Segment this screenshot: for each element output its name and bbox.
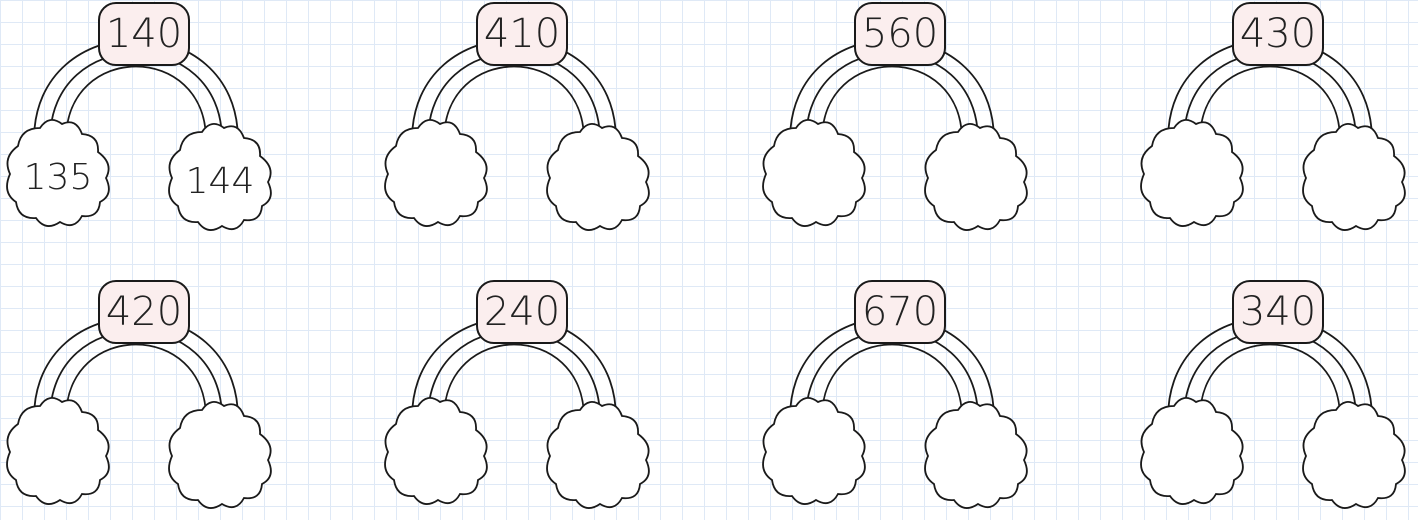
rainbow-problem: 420 — [0, 280, 280, 520]
top-number-box: 410 — [476, 2, 568, 66]
right-cloud-answer[interactable] — [548, 162, 648, 202]
left-cloud-answer[interactable] — [764, 436, 864, 476]
rainbow-problem: 670 — [756, 280, 1036, 520]
left-cloud-answer[interactable] — [8, 436, 108, 476]
left-cloud-answer[interactable] — [1142, 436, 1242, 476]
right-cloud — [168, 123, 272, 231]
right-cloud — [546, 401, 650, 509]
left-cloud — [1140, 397, 1244, 505]
right-cloud-answer[interactable] — [548, 440, 648, 480]
left-cloud — [384, 119, 488, 227]
right-cloud — [168, 401, 272, 509]
left-cloud — [762, 119, 866, 227]
top-number-box: 240 — [476, 280, 568, 344]
top-number-box: 340 — [1232, 280, 1324, 344]
rainbow-arcs-and-clouds — [762, 38, 1028, 231]
right-cloud-answer[interactable]: 144 — [185, 161, 255, 202]
rainbow-problem: 340 — [1134, 280, 1414, 520]
left-cloud-answer[interactable] — [386, 158, 486, 198]
rainbow-arc — [1199, 343, 1341, 419]
top-number-box: 140 — [98, 2, 190, 66]
left-cloud — [6, 397, 110, 505]
rainbow-arcs-and-clouds — [6, 38, 272, 231]
rainbow-arcs-and-clouds — [384, 316, 650, 509]
rainbow-arc — [65, 65, 207, 141]
top-number-box: 430 — [1232, 2, 1324, 66]
rainbow-problem: 240 — [378, 280, 658, 520]
left-cloud-answer[interactable] — [764, 158, 864, 198]
top-number-box: 560 — [854, 2, 946, 66]
rainbow-arc — [443, 65, 585, 141]
left-cloud-answer[interactable]: 135 — [23, 157, 93, 198]
rainbow-arc — [443, 343, 585, 419]
rainbow-arcs-and-clouds — [384, 38, 650, 231]
right-cloud — [1302, 123, 1406, 231]
rainbow-arcs-and-clouds — [6, 316, 272, 509]
right-cloud-answer[interactable] — [926, 162, 1026, 202]
left-cloud-answer[interactable] — [1142, 158, 1242, 198]
rainbow-problem: 560 — [756, 2, 1036, 242]
right-cloud-answer[interactable] — [926, 440, 1026, 480]
rainbow-problem: 140 135 144 — [0, 2, 280, 242]
left-cloud — [6, 119, 110, 227]
rainbow-arcs-and-clouds — [1140, 38, 1406, 231]
rainbow-problem: 430 — [1134, 2, 1414, 242]
right-cloud — [924, 123, 1028, 231]
right-cloud — [546, 123, 650, 231]
right-cloud-answer[interactable] — [170, 440, 270, 480]
top-number-box: 420 — [98, 280, 190, 344]
rainbow-arc — [1199, 65, 1341, 141]
right-cloud — [1302, 401, 1406, 509]
rainbow-arc — [821, 343, 963, 419]
rainbow-arcs-and-clouds — [1140, 316, 1406, 509]
rainbow-arc — [821, 65, 963, 141]
left-cloud — [762, 397, 866, 505]
right-cloud — [924, 401, 1028, 509]
rainbow-problem: 410 — [378, 2, 658, 242]
left-cloud — [1140, 119, 1244, 227]
right-cloud-answer[interactable] — [1304, 440, 1404, 480]
right-cloud-answer[interactable] — [1304, 162, 1404, 202]
rainbow-arc — [65, 343, 207, 419]
left-cloud — [384, 397, 488, 505]
left-cloud-answer[interactable] — [386, 436, 486, 476]
top-number-box: 670 — [854, 280, 946, 344]
